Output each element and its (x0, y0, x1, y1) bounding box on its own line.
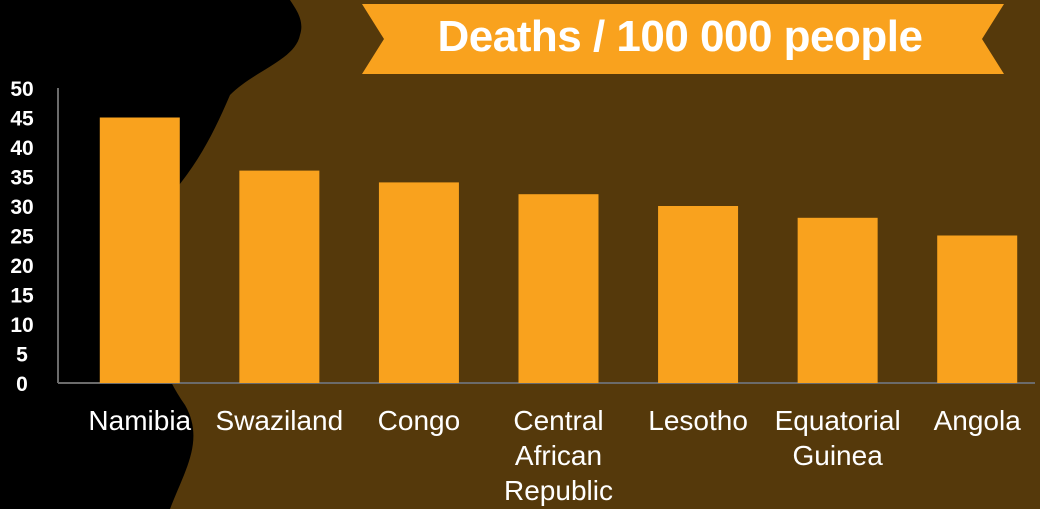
title-banner: Deaths / 100 000 people (0, 0, 1040, 85)
y-tick-label: 45 (10, 108, 34, 131)
bar-namibia (99, 117, 180, 383)
bar-lesotho (658, 206, 739, 383)
bar-congo (378, 182, 459, 383)
y-tick-label: 20 (10, 255, 33, 278)
y-tick-label: 10 (10, 314, 33, 337)
y-tick-label: 35 (10, 167, 34, 190)
bar-angola (937, 235, 1018, 383)
y-tick-label: 5 (16, 344, 28, 367)
y-tick-label: 50 (10, 78, 33, 101)
x-tick-label: Swaziland (216, 405, 344, 436)
bar-equatorial-guinea (797, 217, 878, 383)
x-tick-label: Lesotho (648, 405, 748, 436)
bars (99, 117, 1018, 383)
y-tick-label: 40 (10, 137, 33, 160)
x-tick-label: Namibia (88, 405, 191, 436)
x-tick-label: Congo (378, 405, 461, 436)
chart-title: Deaths / 100 000 people (437, 12, 923, 61)
y-tick-label: 0 (16, 373, 28, 396)
y-tick-label: 30 (10, 196, 33, 219)
bar-central-african-republic (518, 194, 599, 383)
y-tick-label: 25 (10, 226, 34, 249)
banner-ribbon (362, 4, 1004, 74)
bar-swaziland (239, 170, 320, 383)
x-tick-label: Angola (934, 405, 1022, 436)
y-tick-label: 15 (10, 285, 34, 308)
